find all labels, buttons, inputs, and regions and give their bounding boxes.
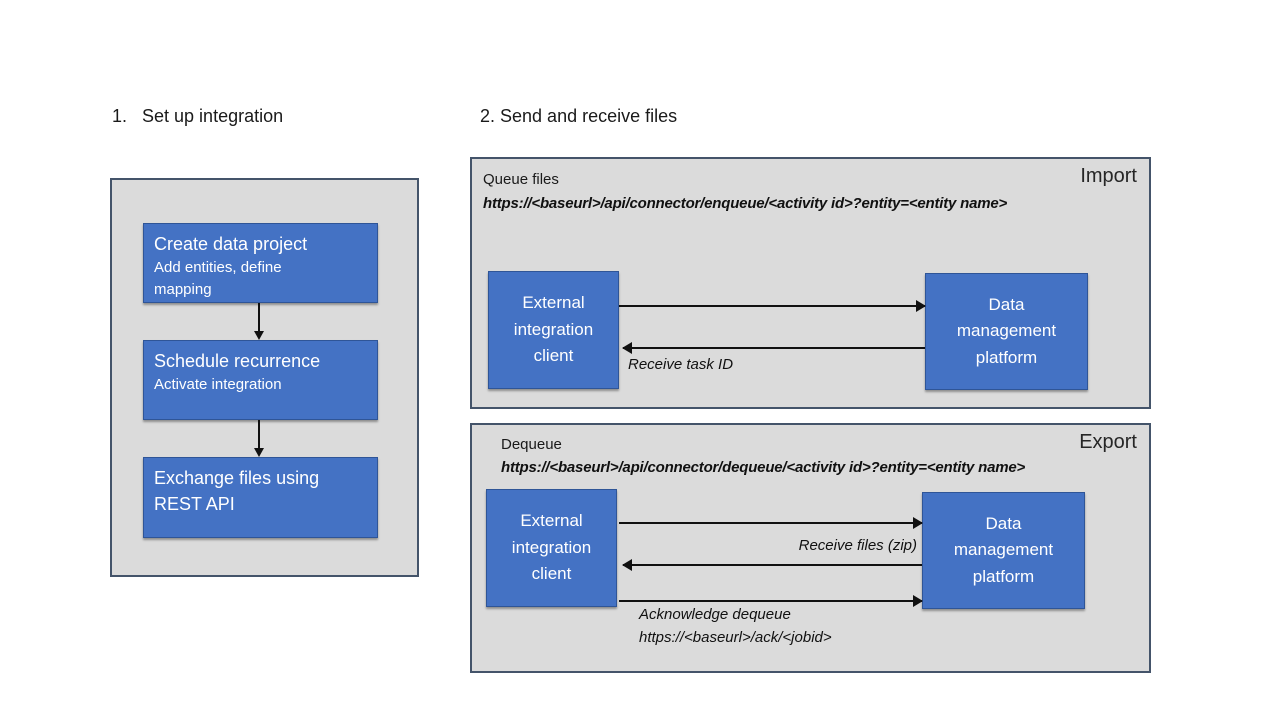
- send-receive-heading: 2. Send and receive files: [480, 106, 678, 126]
- task-title: Exchange files using REST API: [154, 468, 320, 514]
- acknowledge-dequeue-label: Acknowledge dequeue: [639, 606, 791, 623]
- external-integration-client-box: External integration client: [486, 489, 617, 607]
- acknowledge-url: https://<baseurl>/ack/<jobid>: [639, 629, 832, 646]
- receive-files-label: Receive files (zip): [798, 537, 917, 554]
- exchange-files-box: Exchange files using REST API: [143, 457, 378, 538]
- task-title: Schedule recurrence: [154, 351, 321, 371]
- data-management-platform-box: Data management platform: [925, 273, 1088, 390]
- task-subtitle: Add entities, define mapping: [154, 259, 282, 298]
- setup-integration-heading: 1. Set up integration: [112, 106, 284, 126]
- create-data-project-box: Create data project Add entities, define…: [143, 223, 378, 303]
- request-arrow-icon: [619, 300, 926, 312]
- down-arrow-icon: [254, 420, 264, 457]
- down-arrow-icon: [254, 303, 264, 340]
- dequeue-url: https://<baseurl>/api/connector/dequeue/…: [501, 459, 1026, 476]
- import-label: Import: [1080, 165, 1137, 187]
- enqueue-url: https://<baseurl>/api/connector/enqueue/…: [483, 195, 1008, 212]
- export-label: Export: [1079, 431, 1137, 453]
- response-arrow-icon: [622, 559, 922, 571]
- task-title: Create data project: [154, 234, 308, 254]
- external-integration-client-box: External integration client: [488, 271, 619, 389]
- receive-task-id-label: Receive task ID: [628, 356, 734, 373]
- task-subtitle: Activate integration: [154, 376, 282, 393]
- queue-files-label: Queue files: [483, 171, 559, 188]
- response-arrow-icon: [622, 342, 925, 354]
- export-panel: Export Dequeue https://<baseurl>/api/con…: [470, 423, 1151, 673]
- schedule-recurrence-box: Schedule recurrence Activate integration: [143, 340, 378, 420]
- import-panel: Import Queue files https://<baseurl>/api…: [470, 157, 1151, 409]
- acknowledge-arrow-icon: [619, 595, 923, 607]
- request-arrow-icon: [619, 517, 923, 529]
- data-management-platform-box: Data management platform: [922, 492, 1085, 609]
- dequeue-label: Dequeue: [501, 436, 562, 453]
- setup-integration-panel: Create data project Add entities, define…: [110, 178, 419, 577]
